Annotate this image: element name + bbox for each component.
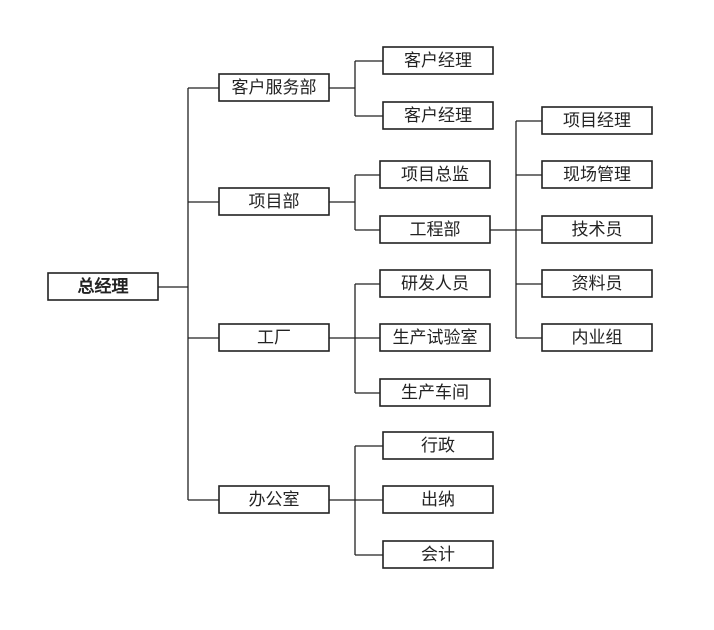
node-project-director: 项目总监 — [379, 160, 491, 189]
node-label: 总经理 — [78, 276, 129, 297]
node-label: 内业组 — [572, 328, 623, 348]
node-account-manager-2: 客户经理 — [382, 101, 494, 130]
node-label: 项目总监 — [401, 165, 469, 185]
node-rd-staff: 研发人员 — [379, 269, 491, 298]
node-project-dept: 项目部 — [218, 187, 330, 216]
node-label: 生产试验室 — [393, 328, 478, 348]
node-office: 办公室 — [218, 485, 330, 514]
node-accountant: 会计 — [382, 540, 494, 569]
node-label: 工厂 — [257, 328, 291, 348]
node-customer-service-dept: 客户服务部 — [218, 73, 330, 102]
node-label: 技术员 — [572, 220, 623, 240]
node-project-manager: 项目经理 — [541, 106, 653, 135]
node-label: 客户服务部 — [232, 78, 317, 98]
node-label: 现场管理 — [563, 165, 631, 185]
node-label: 研发人员 — [401, 274, 469, 294]
node-label: 客户经理 — [404, 106, 472, 126]
node-label: 出纳 — [421, 490, 455, 510]
node-general-manager: 总经理 — [47, 272, 159, 301]
node-technician: 技术员 — [541, 215, 653, 244]
node-engineering-dept: 工程部 — [379, 215, 491, 244]
node-account-manager-1: 客户经理 — [382, 46, 494, 75]
node-label: 项目部 — [249, 192, 300, 212]
node-label: 行政 — [421, 436, 455, 456]
node-label: 资料员 — [572, 274, 623, 294]
node-production-lab: 生产试验室 — [379, 323, 491, 352]
node-production-workshop: 生产车间 — [379, 378, 491, 407]
node-label: 工程部 — [410, 220, 461, 240]
node-factory: 工厂 — [218, 323, 330, 352]
node-documentation-clerk: 资料员 — [541, 269, 653, 298]
node-label: 生产车间 — [401, 383, 469, 403]
node-office-work-group: 内业组 — [541, 323, 653, 352]
node-label: 办公室 — [249, 490, 300, 510]
node-administration: 行政 — [382, 431, 494, 460]
node-cashier: 出纳 — [382, 485, 494, 514]
node-label: 会计 — [421, 545, 455, 565]
connector-lines — [158, 60, 542, 556]
node-label: 项目经理 — [563, 111, 631, 131]
node-label: 客户经理 — [404, 51, 472, 71]
node-site-management: 现场管理 — [541, 160, 653, 189]
